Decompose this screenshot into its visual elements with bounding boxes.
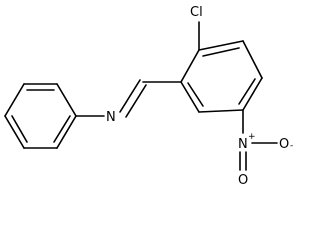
bond — [11, 115, 28, 143]
nitro-oxygen-right-charge: - — [290, 141, 293, 151]
phenyl-ring — [4, 83, 77, 149]
bond — [125, 84, 147, 118]
bond — [187, 82, 204, 107]
bond — [180, 81, 200, 113]
chlorine-label: Cl — [190, 5, 203, 20]
bond — [242, 77, 263, 111]
nitro-nitrogen-charge: + — [248, 132, 256, 142]
bond — [119, 79, 141, 113]
bond — [53, 115, 71, 143]
bond — [198, 109, 244, 113]
bond — [238, 78, 256, 105]
bond — [56, 115, 77, 149]
imine-nitrogen-label: N — [106, 110, 116, 125]
imine-double-bond — [119, 79, 147, 118]
chloronitrophenyl-ring — [180, 40, 263, 113]
nitro-nitrogen-label: N — [238, 137, 248, 152]
nitro-oxygen-right-label: O — [279, 137, 289, 152]
bond — [4, 83, 25, 117]
bond — [4, 115, 25, 149]
bond — [202, 47, 240, 57]
bond — [56, 83, 77, 117]
bond — [180, 49, 200, 83]
chemical-structure: Cl N N + O - O — [4, 5, 293, 188]
bond — [198, 40, 244, 51]
nitro-oxygen-top-label: O — [238, 173, 248, 188]
nitro-double-bond — [239, 151, 247, 171]
bond — [242, 40, 263, 79]
